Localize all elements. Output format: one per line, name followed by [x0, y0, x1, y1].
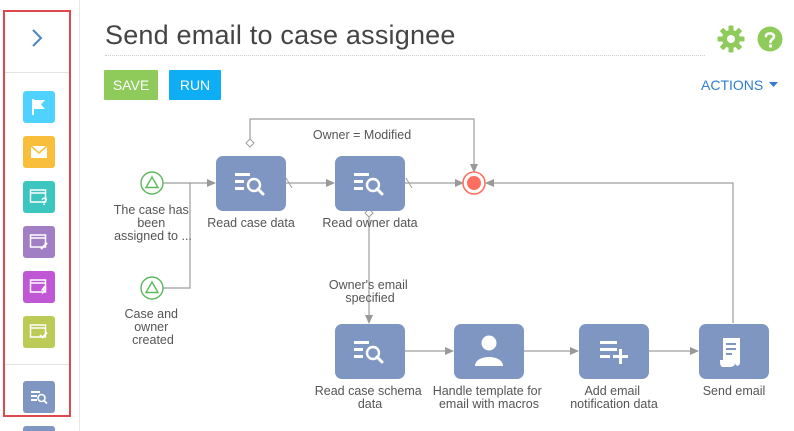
page-title[interactable]: Send email to case assignee: [105, 20, 456, 50]
default-flow-mark: [405, 177, 413, 189]
run-button[interactable]: RUN: [169, 70, 221, 100]
signal-triangle-icon: [144, 280, 160, 294]
element-toolbar: ?: [3, 10, 71, 417]
task-read-case-schema-data[interactable]: [335, 324, 405, 379]
user-icon: [475, 335, 503, 366]
condition-label-owner-email: Owner's email specified: [329, 278, 411, 305]
task-label: Send email: [703, 384, 766, 398]
edit-window-icon: [29, 234, 48, 250]
chevron-right-icon: [32, 29, 43, 47]
gear-icon[interactable]: [717, 25, 745, 53]
task-read-case-data[interactable]: [216, 156, 286, 211]
condition-label-owner-modified: Owner = Modified: [313, 128, 411, 142]
expand-sidebar-button[interactable]: [5, 12, 69, 64]
add-data-icon: [600, 341, 628, 364]
read-data-icon: [354, 341, 384, 364]
start-event-case-owner-created[interactable]: [140, 276, 164, 300]
sidebar-divider: [5, 72, 69, 73]
flow-connectors: [163, 118, 734, 355]
read-data-tool[interactable]: [23, 381, 55, 413]
start-signal-tool[interactable]: [23, 91, 55, 123]
send-email-tool[interactable]: [23, 136, 55, 168]
read-data-icon: [31, 391, 48, 405]
title-underline: [105, 55, 705, 56]
conditional-flow-diamond: [245, 138, 255, 148]
read-data-icon: [354, 173, 384, 196]
task-label: Read owner data: [322, 216, 417, 230]
actions-label: ACTIONS: [701, 77, 764, 93]
flow-start2-to-read-case[interactable]: [163, 183, 191, 289]
task-label: Read case data: [207, 216, 295, 230]
flow-send-to-end[interactable]: [485, 179, 734, 323]
approve-page-tool[interactable]: [23, 316, 55, 348]
task-handle-template[interactable]: [454, 324, 524, 379]
default-flow-mark: [285, 177, 293, 189]
read-data-icon: [235, 173, 265, 196]
flow-owner-modified[interactable]: [249, 118, 478, 173]
flag-icon: [32, 99, 45, 115]
scroll-icon: [720, 338, 740, 367]
task-label: Read case schema data: [315, 384, 426, 411]
signal-triangle-icon: [144, 175, 160, 189]
edit-page-tool[interactable]: [23, 226, 55, 258]
task-send-email[interactable]: [699, 324, 769, 379]
start-event-label: Case and owner created: [125, 307, 182, 347]
save-button[interactable]: SAVE: [104, 70, 158, 100]
question-page-tool[interactable]: ?: [23, 181, 55, 213]
start-event-case-assigned[interactable]: [140, 171, 164, 195]
sidebar-next-tool-peek: [23, 426, 55, 431]
process-diagram: The case has been assigned to ... Case a…: [114, 118, 769, 411]
question-window-icon: ?: [29, 189, 48, 206]
terminate-end-event[interactable]: [462, 171, 486, 195]
mail-icon: [30, 145, 48, 158]
sidebar-border: [79, 0, 80, 431]
caret-down-icon: [769, 82, 779, 87]
task-read-owner-data[interactable]: [335, 156, 405, 211]
actions-menu[interactable]: ACTIONS: [701, 77, 779, 93]
help-icon[interactable]: [757, 26, 783, 52]
task-add-email-notification[interactable]: [579, 324, 649, 379]
task-label: Add email notification data: [570, 384, 658, 411]
svg-text:?: ?: [41, 196, 48, 206]
sidebar-divider: [5, 364, 69, 365]
auto-page-tool[interactable]: [23, 271, 55, 303]
task-label: Handle template for email with macros: [433, 384, 546, 411]
check-window-icon: [29, 324, 48, 339]
start-event-label: The case has been assigned to ...: [114, 203, 193, 243]
lightning-window-icon: [29, 279, 47, 295]
